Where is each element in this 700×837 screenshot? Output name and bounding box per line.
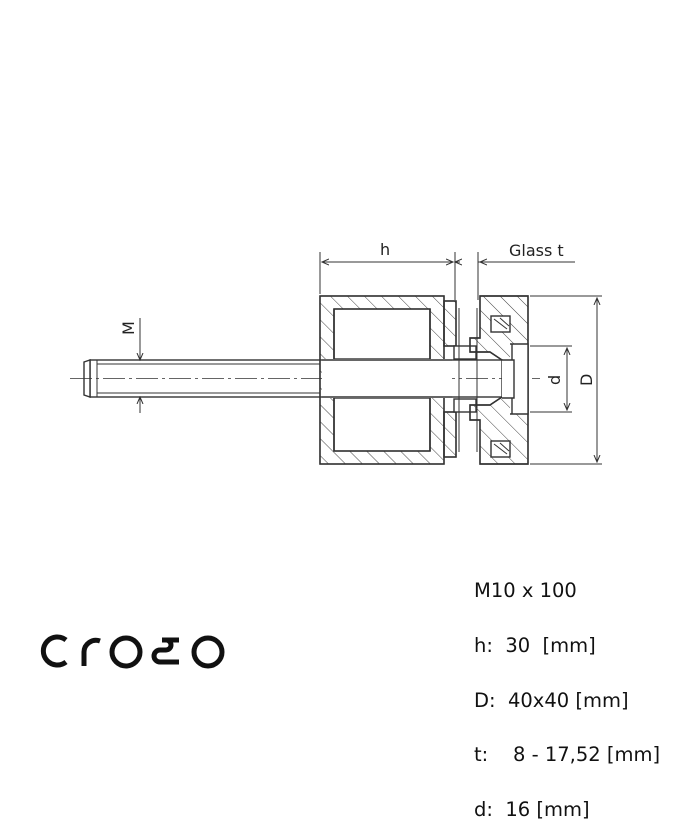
label-D: D (577, 374, 596, 386)
label-glass-t: Glass t (509, 241, 564, 260)
label-d: d (545, 375, 564, 385)
croso-logo (40, 634, 225, 669)
outer-cap (469, 295, 529, 465)
spec-D: D: 40x40 [mm] (474, 688, 629, 712)
spacer-sleeve (319, 295, 452, 465)
label-m: M (119, 321, 138, 335)
spec-model: M10 x 100 (474, 579, 577, 603)
spec-h: h: 30 [mm] (474, 634, 596, 657)
label-h: h (380, 240, 390, 259)
spec-list: M10 x 100 h: 30 [mm] D: 40x40 [mm] t: 8 … (474, 546, 660, 837)
dimension-d (530, 345, 572, 413)
dimension-h (319, 252, 575, 300)
spec-d: d: 16 [mm] (474, 797, 590, 821)
technical-drawing: h Glass t M d D (70, 240, 602, 465)
spec-t: t: 8 - 17,52 [mm] (474, 743, 661, 767)
dimension-D (530, 295, 602, 465)
